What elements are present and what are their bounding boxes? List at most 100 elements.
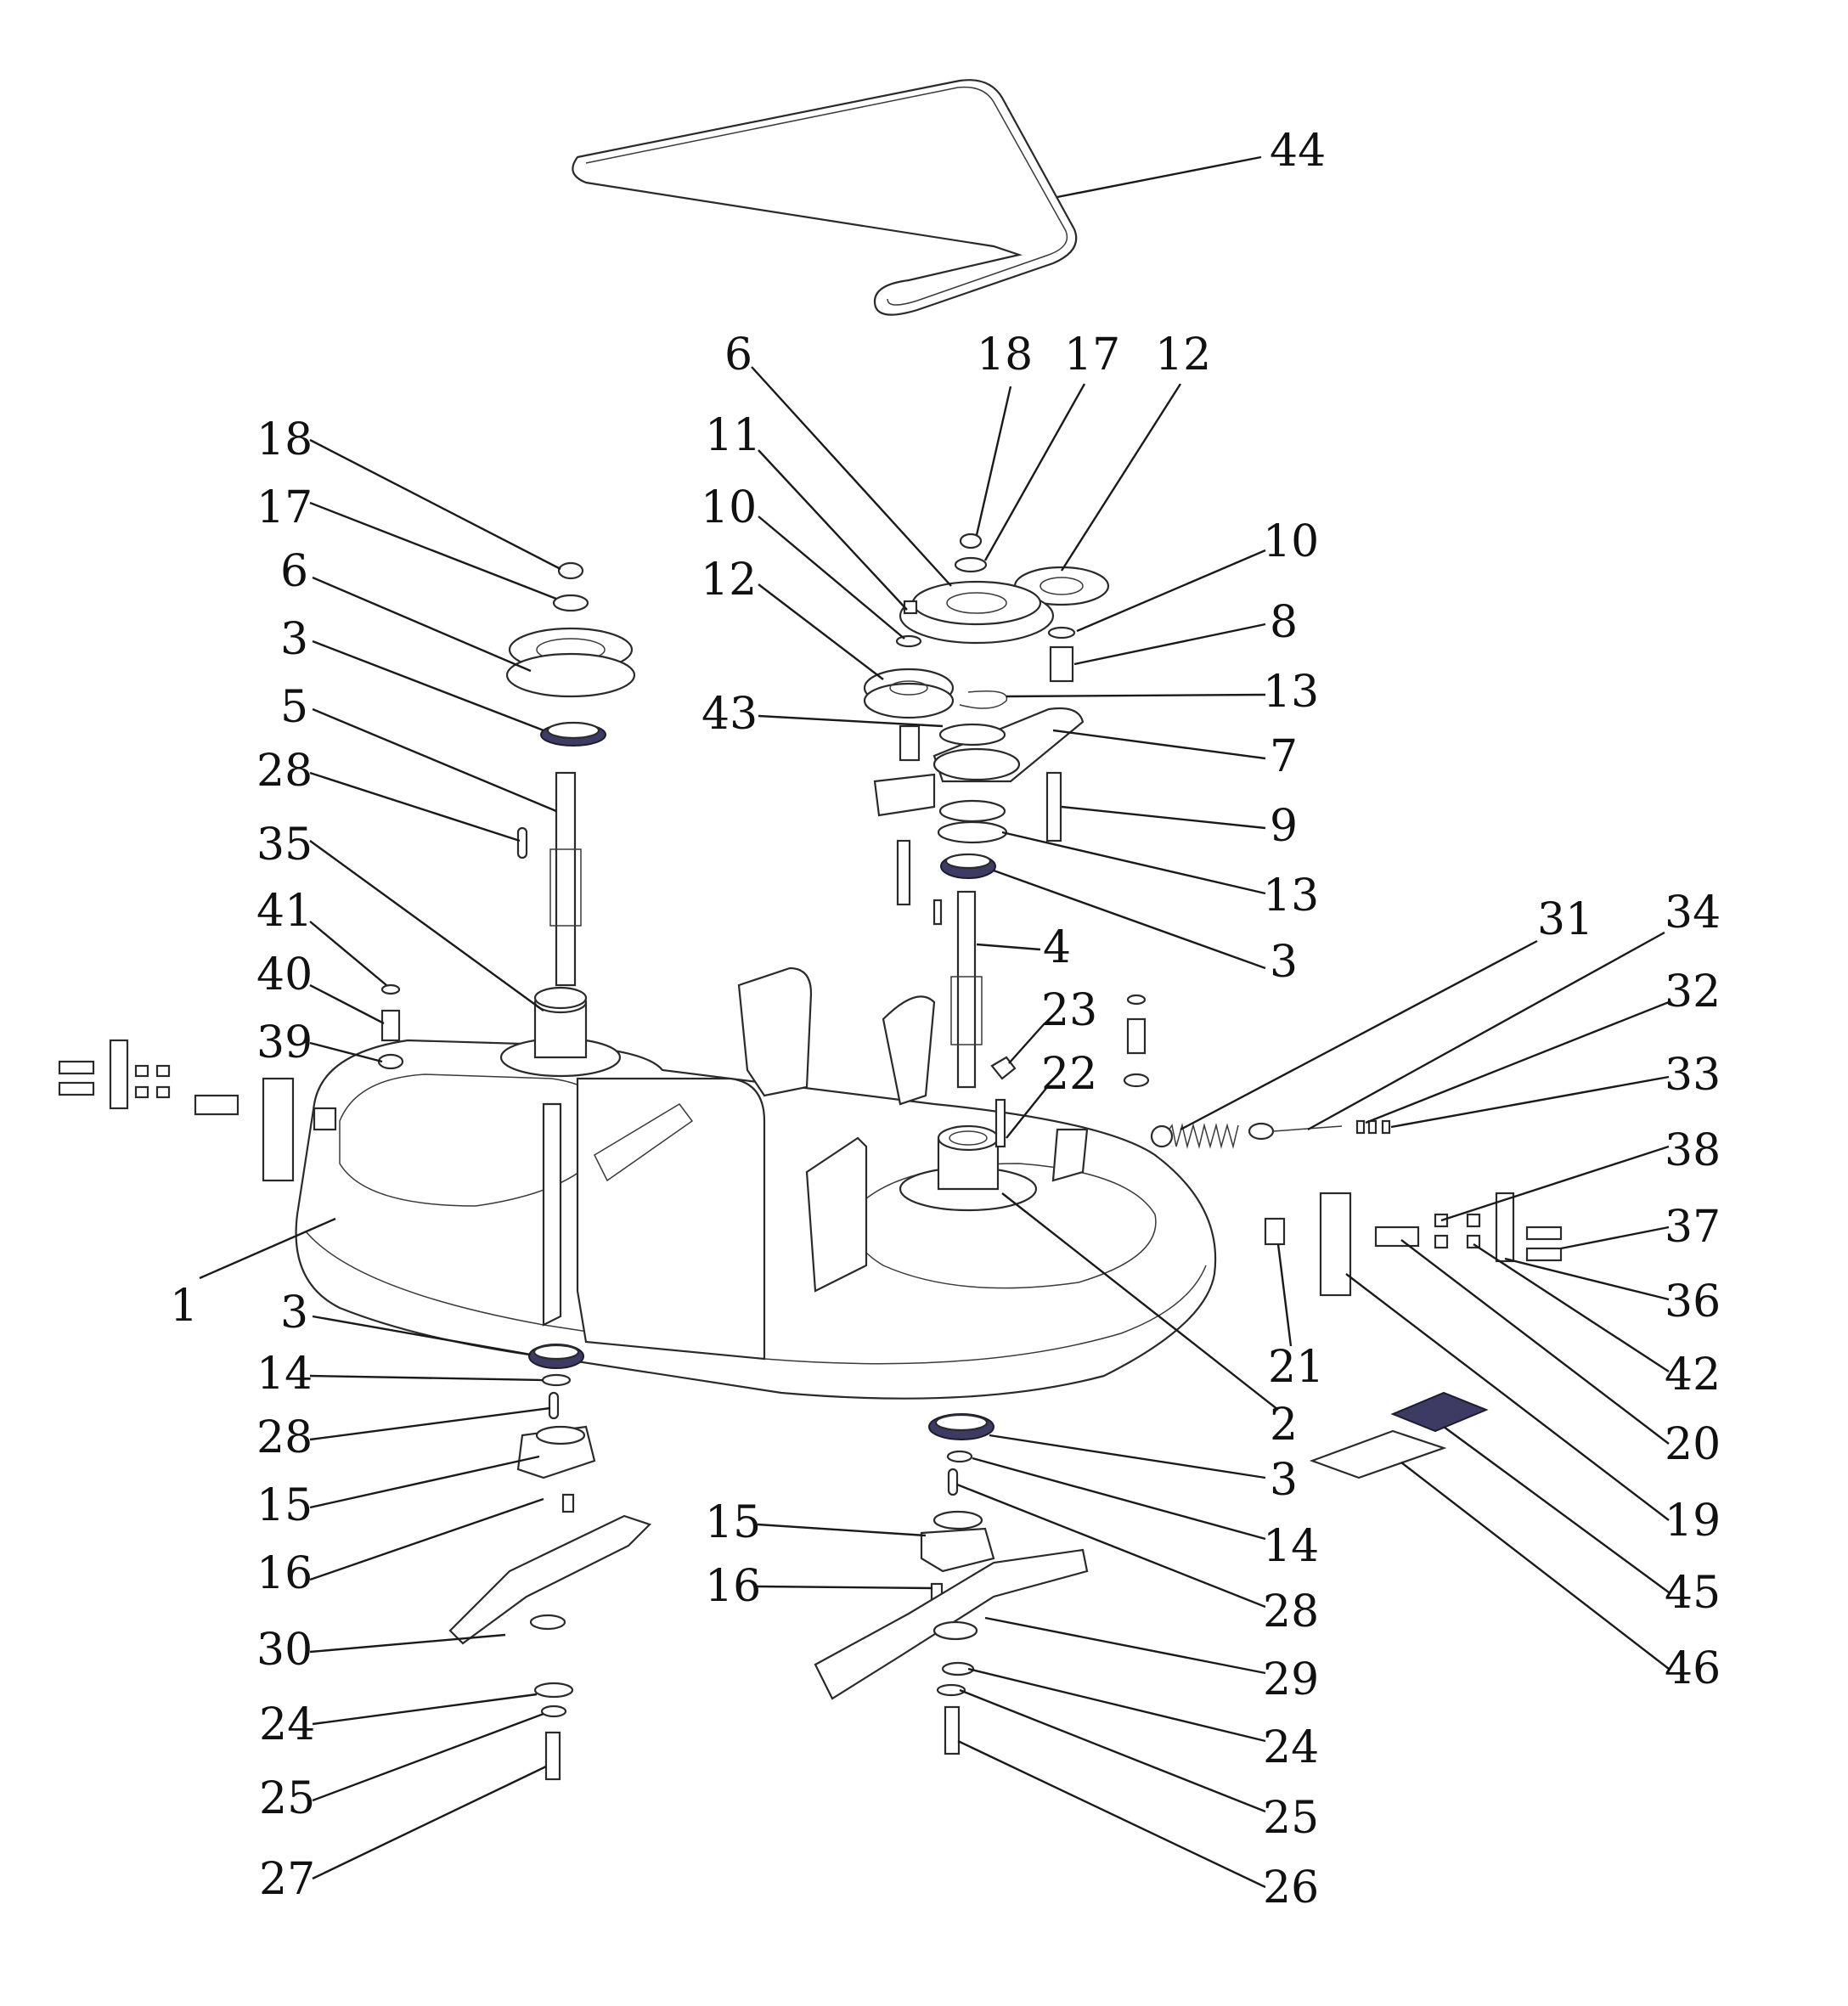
left-spindle-housing bbox=[499, 986, 622, 1078]
callout-22: 22 bbox=[1041, 1049, 1097, 1100]
parts-artwork bbox=[58, 79, 1563, 1781]
leader-line bbox=[984, 1616, 1266, 1675]
callout-33: 33 bbox=[1665, 1050, 1721, 1101]
callout-3: 3 bbox=[280, 1288, 308, 1338]
leader-line bbox=[309, 1406, 551, 1441]
callout-17: 17 bbox=[256, 482, 313, 533]
leader-line bbox=[957, 1739, 1266, 1889]
tension-spring-assembly bbox=[1150, 1119, 1391, 1149]
callout-3: 3 bbox=[1270, 1455, 1298, 1506]
callout-25: 25 bbox=[259, 1773, 315, 1824]
callout-15: 15 bbox=[256, 1480, 313, 1531]
leader-line bbox=[312, 707, 557, 813]
leader-line bbox=[309, 501, 557, 600]
callout-24: 24 bbox=[1263, 1722, 1319, 1773]
callout-45: 45 bbox=[1665, 1568, 1721, 1619]
callout-37: 37 bbox=[1665, 1202, 1721, 1253]
callout-12: 12 bbox=[701, 555, 757, 606]
leader-line bbox=[312, 640, 544, 732]
idler-arm-assembly bbox=[873, 690, 1085, 817]
callout-5: 5 bbox=[280, 682, 308, 733]
leader-line bbox=[758, 449, 908, 611]
callout-23: 23 bbox=[1041, 985, 1097, 1036]
leader-line bbox=[309, 1374, 544, 1382]
right-blade-assembly bbox=[814, 1413, 1089, 1755]
left-pulley-stack bbox=[505, 561, 636, 747]
leader-line bbox=[757, 1523, 927, 1537]
leader-line bbox=[312, 1693, 538, 1726]
leader-line bbox=[1001, 831, 1266, 895]
leader-line bbox=[1060, 383, 1182, 572]
callout-44: 44 bbox=[1270, 126, 1326, 177]
leader-line bbox=[309, 983, 385, 1025]
leader-line bbox=[312, 1712, 544, 1802]
leader-line bbox=[758, 583, 884, 680]
leader-line bbox=[1473, 1242, 1670, 1373]
callout-41: 41 bbox=[256, 886, 313, 937]
left-spindle-shaft bbox=[516, 771, 582, 987]
leader-line bbox=[1400, 1462, 1670, 1670]
leader-line bbox=[312, 1765, 547, 1880]
leader-line bbox=[1307, 931, 1665, 1131]
callout-38: 38 bbox=[1665, 1125, 1721, 1176]
leader-line bbox=[1001, 1192, 1279, 1411]
leader-line bbox=[1365, 1000, 1670, 1124]
leader-line bbox=[1345, 1273, 1670, 1521]
leader-line bbox=[983, 383, 1086, 561]
callout-3: 3 bbox=[1270, 937, 1298, 988]
callout-12: 12 bbox=[1155, 330, 1211, 380]
leader-line bbox=[975, 386, 1012, 536]
callout-28: 28 bbox=[256, 1412, 313, 1463]
callout-13: 13 bbox=[1263, 871, 1319, 921]
leader-line bbox=[1560, 1226, 1670, 1250]
leader-line bbox=[758, 714, 944, 728]
callout-10: 10 bbox=[1263, 516, 1319, 567]
leader-line bbox=[758, 516, 905, 640]
right-spindle-parts bbox=[896, 771, 1062, 1148]
callout-21: 21 bbox=[1268, 1342, 1324, 1393]
callout-42: 42 bbox=[1665, 1350, 1721, 1400]
leader-line bbox=[1061, 805, 1266, 830]
leader-line bbox=[976, 943, 1041, 951]
callout-labels: 44 6 18 17 12 18 17 6 3 5 28 35 41 40 39… bbox=[170, 126, 1721, 1913]
leader-line bbox=[956, 1483, 1266, 1609]
leader-line bbox=[309, 1497, 544, 1581]
leader-line bbox=[1008, 1023, 1045, 1064]
leader-line bbox=[972, 1457, 1266, 1541]
callout-39: 39 bbox=[256, 1017, 313, 1068]
leader-line bbox=[312, 1315, 532, 1356]
right-pulley-stack bbox=[863, 532, 1110, 719]
right-wheel-bracket-hardware bbox=[1264, 1192, 1563, 1297]
leader-line bbox=[1056, 155, 1262, 199]
right-spindle-housing bbox=[899, 1124, 1038, 1212]
callout-20: 20 bbox=[1665, 1419, 1721, 1470]
callout-13: 13 bbox=[1263, 667, 1319, 718]
leader-line bbox=[1390, 1075, 1670, 1129]
callout-17: 17 bbox=[1064, 330, 1120, 380]
callout-18: 18 bbox=[977, 330, 1033, 380]
leader-line bbox=[309, 1041, 383, 1063]
callout-36: 36 bbox=[1665, 1276, 1721, 1327]
callout-31: 31 bbox=[1537, 894, 1593, 945]
callout-6: 6 bbox=[724, 330, 752, 380]
callout-26: 26 bbox=[1263, 1862, 1319, 1913]
leader-line bbox=[1440, 1145, 1670, 1222]
callout-43: 43 bbox=[701, 689, 758, 740]
callout-4: 4 bbox=[1043, 922, 1071, 973]
leader-line bbox=[1400, 1239, 1670, 1445]
leader-line bbox=[1276, 1243, 1293, 1347]
callout-19: 19 bbox=[1665, 1496, 1721, 1547]
callout-28: 28 bbox=[256, 746, 313, 797]
callout-1: 1 bbox=[170, 1281, 198, 1332]
leader-line bbox=[757, 1585, 933, 1590]
callout-24: 24 bbox=[259, 1699, 315, 1750]
callout-32: 32 bbox=[1665, 966, 1721, 1017]
callout-2: 2 bbox=[1270, 1400, 1298, 1451]
leader-line bbox=[309, 1455, 540, 1509]
callout-6: 6 bbox=[280, 546, 308, 597]
decals bbox=[1309, 1391, 1489, 1479]
callout-9: 9 bbox=[1270, 801, 1298, 852]
leader-line bbox=[959, 1688, 1266, 1813]
leader-line bbox=[1073, 623, 1266, 666]
leader-line bbox=[1006, 693, 1266, 698]
